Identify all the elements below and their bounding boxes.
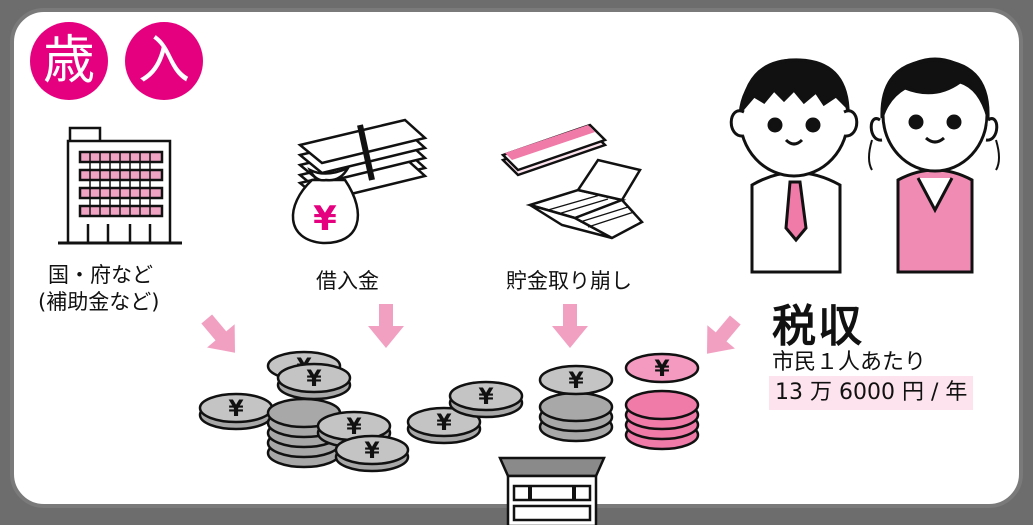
coin-yen-symbol: ¥ xyxy=(568,369,584,394)
title-badge-1: 歳 xyxy=(30,22,108,100)
coin-top xyxy=(624,352,700,384)
coin-yen-symbol: ¥ xyxy=(228,397,244,422)
coin-yen-symbol: ¥ xyxy=(346,415,362,440)
arrow-tax xyxy=(693,308,750,366)
coin-stack-icon: ¥¥¥¥¥¥¥¥¥ xyxy=(198,350,700,473)
savings-label: 貯金取り崩し xyxy=(506,269,632,293)
tax-revenue-title: 税収 xyxy=(772,301,864,352)
per-capita-amount: 13 万 6000 円 / 年 xyxy=(769,376,974,410)
government-building-icon xyxy=(58,126,182,245)
money-bag-icon: ¥ xyxy=(291,118,428,245)
government-label: 国・府など xyxy=(48,263,153,287)
coin-top xyxy=(406,406,482,438)
coin-yen-symbol: ¥ xyxy=(654,357,670,382)
per-capita-label: 市民１人あたり xyxy=(772,350,927,375)
yen-symbol: ¥ xyxy=(313,199,337,239)
arrow-savings xyxy=(552,304,588,348)
coin-yen-symbol: ¥ xyxy=(364,439,380,464)
subsidy-label: (補助金など) xyxy=(38,290,160,314)
safe-icon xyxy=(498,456,606,525)
coin-yen-symbol: ¥ xyxy=(306,367,322,392)
title-badge-2: 入 xyxy=(125,22,203,100)
arrow-loans xyxy=(368,304,404,348)
coin xyxy=(538,391,614,423)
coin xyxy=(624,389,700,421)
loans-label: 借入金 xyxy=(316,269,379,293)
coin-top xyxy=(448,380,524,412)
coin-top xyxy=(334,434,410,466)
coin-yen-symbol: ¥ xyxy=(436,411,452,436)
coin-top xyxy=(276,362,352,394)
coin-yen-symbol: ¥ xyxy=(478,385,494,410)
bankbook-icon xyxy=(500,123,645,240)
coin-top xyxy=(538,364,614,396)
arrow-government xyxy=(192,307,249,365)
citizens-icon xyxy=(729,57,1000,274)
